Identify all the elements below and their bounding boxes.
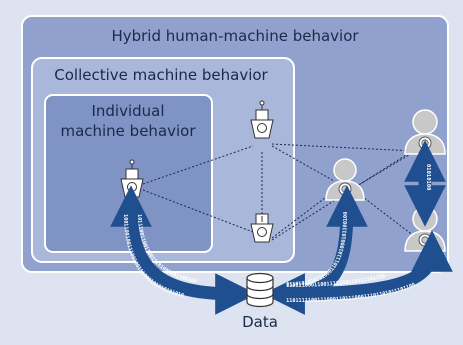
data-flow-arrows: [110, 140, 453, 315]
robot-icon-collective-top: [250, 100, 274, 139]
arrow-individual-to-data: [110, 185, 257, 315]
hybrid-title: Hybrid human-machine behavior: [111, 27, 359, 45]
individual-title-line1: Individual: [91, 102, 164, 120]
collective-title: Collective machine behavior: [54, 66, 268, 84]
arrow-data-to-right-people: [263, 230, 453, 315]
binary-right-vertical: 01010100: [425, 164, 431, 191]
data-label: Data: [242, 313, 278, 331]
database-icon: [246, 272, 274, 308]
individual-title-line2: machine behavior: [60, 122, 196, 140]
